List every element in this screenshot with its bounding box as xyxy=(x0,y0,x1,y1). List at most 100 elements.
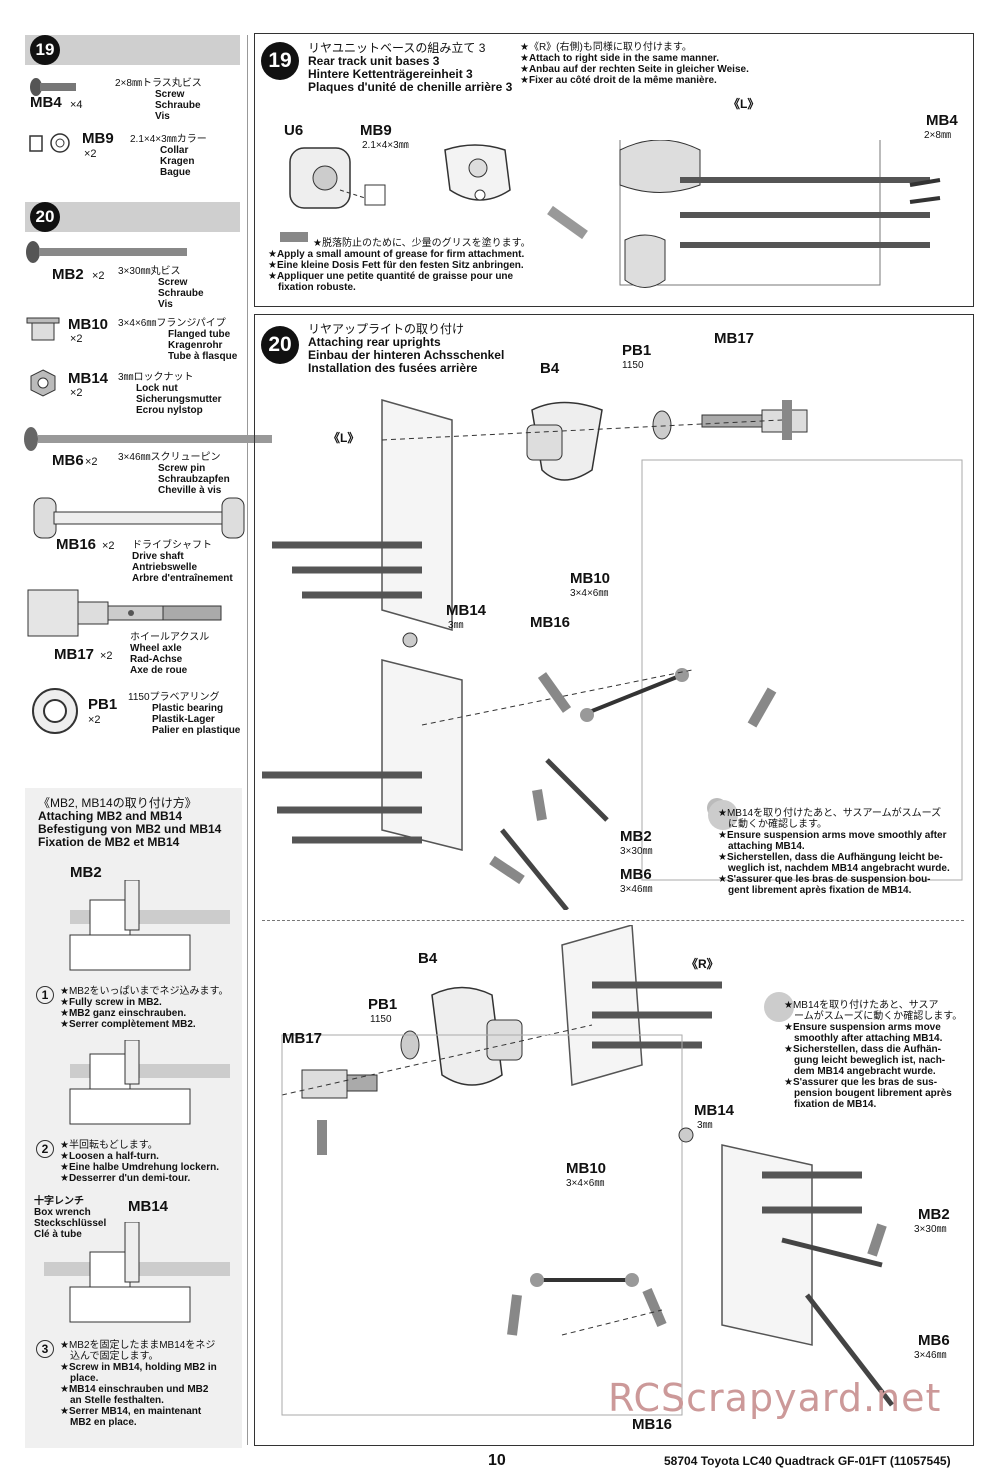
step20-mb2-size-upper: 3×30㎜ xyxy=(620,846,653,857)
step19-L-label: 《L》 xyxy=(728,97,760,111)
mb6-screw-pin-icon xyxy=(24,427,272,451)
step19-parts-bar xyxy=(25,35,240,65)
step19-mb4-size: 2×8㎜ xyxy=(924,130,951,141)
sub-step-2-text: ★半回転もどします。 ★Loosen a half-turn. ★Eine ha… xyxy=(60,1140,219,1184)
step20-note-lower: ★MB14を取り付けたあと、サスア ームがスムーズに動くか確認します。 ★Ens… xyxy=(784,1000,963,1110)
attach-diagram-3 xyxy=(44,1222,230,1323)
step20-mb10-size-lower: 3×4×6㎜ xyxy=(566,1178,605,1189)
sub-step-3-number: 3 xyxy=(36,1340,54,1358)
mb4-desc: 2×8㎜トラス丸ビス Screw Schraube Vis xyxy=(115,78,202,122)
sub-step-3-text: ★MB2を固定したままMB14をネジ 込んで固定します。 ★Screw in M… xyxy=(60,1340,217,1428)
column-divider xyxy=(247,35,248,1445)
note-upper-bullet xyxy=(708,800,738,830)
mb6-desc: 3×46㎜スクリューピン Screw pin Schraubzapfen Che… xyxy=(118,452,230,496)
pb1-desc: 1150プラベアリング Plastic bearing Plastik-Lage… xyxy=(128,692,241,736)
mb9-collar-icon xyxy=(29,133,70,153)
sub-step-1-number: 1 xyxy=(36,986,54,1004)
attach-diagram-2 xyxy=(69,1040,230,1125)
mb14-qty: ×2 xyxy=(70,387,83,399)
pb1-code: PB1 xyxy=(88,696,118,713)
step19-mb9-label: MB9 xyxy=(360,122,392,139)
mb16-qty: ×2 xyxy=(102,540,115,552)
step20-mb2-size-lower: 3×30㎜ xyxy=(914,1224,947,1235)
watermark: RCScrapyard.net xyxy=(608,1376,942,1420)
mb9-desc: 2.1×4×3㎜カラー Collar Kragen Bague xyxy=(130,134,207,178)
step20-pb1-sub-upper: 1150 xyxy=(622,360,644,371)
step20-parts-number: 20 xyxy=(30,202,60,232)
step20-mb2-label-lower: MB2 xyxy=(918,1206,950,1223)
step20-number: 20 xyxy=(261,326,299,364)
step20-pb1-label-upper: PB1 xyxy=(622,342,652,359)
step19-diagram xyxy=(280,140,941,288)
mb2-screw-icon xyxy=(26,241,187,263)
step20-mb14-size-lower: 3㎜ xyxy=(697,1120,713,1131)
step20-L-label: 《L》 xyxy=(328,431,360,445)
sub-step-2-number: 2 xyxy=(36,1140,54,1158)
step20-mb16-label-lower: MB16 xyxy=(632,1416,673,1433)
mb10-qty: ×2 xyxy=(70,333,83,345)
mb4-qty: ×4 xyxy=(70,99,83,111)
step20-mb16-label-upper: MB16 xyxy=(530,614,571,631)
mb6-qty: ×2 xyxy=(85,456,98,468)
step20-title: リヤアップライトの取り付け Attaching rear uprights Ei… xyxy=(308,322,505,375)
step20-mb10-size-upper: 3×4×6㎜ xyxy=(570,588,609,599)
model-footer: 58704 Toyota LC40 Quadtrack GF-01FT (110… xyxy=(664,1454,951,1468)
attach-mb14-label: MB14 xyxy=(128,1198,169,1215)
box-wrench-label: 十字レンチ Box wrench Steckschlüssel Clé à tu… xyxy=(34,1196,107,1240)
step20-upper-diagram xyxy=(262,399,963,910)
step20-mb14-size-upper: 3㎜ xyxy=(448,620,464,631)
mb17-desc: ホイールアクスル Wheel axle Rad-Achse Axe de rou… xyxy=(130,632,210,676)
step19-mb9-size: 2.1×4×3㎜ xyxy=(362,140,409,151)
step19-grease-note: ★脱落防止のために、少量のグリスを塗ります。 ★Apply a small am… xyxy=(268,238,531,293)
mb17-qty: ×2 xyxy=(100,650,113,662)
step20-lower-diagram xyxy=(281,925,894,1416)
step20-pb1-sub-lower: 1150 xyxy=(370,1014,392,1025)
pb1-bearing-icon xyxy=(32,688,78,734)
step20-mb14-label-upper: MB14 xyxy=(446,602,487,619)
step19-title: リヤユニットベースの組み立て 3 Rear track unit bases 3… xyxy=(308,41,513,94)
mb16-drive-shaft-icon xyxy=(33,497,245,539)
page-number: 10 xyxy=(488,1452,506,1469)
mb17-axle-icon xyxy=(27,589,222,637)
mb10-code: MB10 xyxy=(68,316,109,333)
pb1-qty: ×2 xyxy=(88,714,101,726)
step20-mb6-label-lower: MB6 xyxy=(918,1332,950,1349)
mb16-code: MB16 xyxy=(56,536,97,553)
mb9-code: MB9 xyxy=(82,130,114,147)
step20-mb6-label-upper: MB6 xyxy=(620,866,652,883)
step19-u6-label: U6 xyxy=(284,122,304,139)
mb2-desc: 3×30㎜丸ビス Screw Schraube Vis xyxy=(118,266,204,310)
mb4-code: MB4 xyxy=(30,94,62,111)
mb2-code: MB2 xyxy=(52,266,84,283)
step20-R-label: 《R》 xyxy=(686,957,719,971)
step20-pb1-label-lower: PB1 xyxy=(368,996,398,1013)
step20-mb6-size-upper: 3×46㎜ xyxy=(620,884,653,895)
step20-note-upper: ★MB14を取り付けたあと、サスアームがスムーズ に動くか確認します。 ★Ens… xyxy=(718,808,950,896)
note-lower-bullet xyxy=(764,992,794,1022)
sub-step-1-text: ★MB2をいっぱいまでネジ込みます。 ★Fully screw in MB2. … xyxy=(60,986,229,1030)
mb14-nut-icon xyxy=(30,369,56,397)
step19-note: ★《R》(右側)も同様に取り付けます。 ★Attach to right sid… xyxy=(520,42,749,86)
mb9-qty: ×2 xyxy=(84,148,97,160)
step19-number: 19 xyxy=(261,42,299,80)
attach-box-title: 《MB2, MB14の取り付け方》 Attaching MB2 and MB14… xyxy=(38,796,222,849)
step20-mb17-label-lower: MB17 xyxy=(282,1030,323,1047)
step20-b4-label-lower: B4 xyxy=(418,950,438,967)
mb17-code: MB17 xyxy=(54,646,95,663)
mb4-screw-icon xyxy=(30,78,76,96)
step20-mb17-label-upper: MB17 xyxy=(714,330,755,347)
step19-parts-number: 19 xyxy=(30,35,60,65)
mb14-code: MB14 xyxy=(68,370,109,387)
step20-mb10-label-upper: MB10 xyxy=(570,570,611,587)
mb14-desc: 3㎜ロックナット Lock nut Sicherungsmutter Ecrou… xyxy=(118,372,222,416)
attach-diagram-1 xyxy=(69,880,230,971)
step19-mb4-label: MB4 xyxy=(926,112,958,129)
mb10-desc: 3×4×6㎜フランジパイプ Flanged tube Kragenrohr Tu… xyxy=(118,318,238,362)
mb16-desc: ドライブシャフト Drive shaft Antriebswelle Arbre… xyxy=(132,540,233,584)
mb2-qty: ×2 xyxy=(92,270,105,282)
mb6-code: MB6 xyxy=(52,452,84,469)
step20-mb6-size-lower: 3×46㎜ xyxy=(914,1350,947,1361)
step20-parts-bar xyxy=(25,202,240,232)
step19-box xyxy=(254,33,974,307)
step20-mb14-label-lower: MB14 xyxy=(694,1102,735,1119)
